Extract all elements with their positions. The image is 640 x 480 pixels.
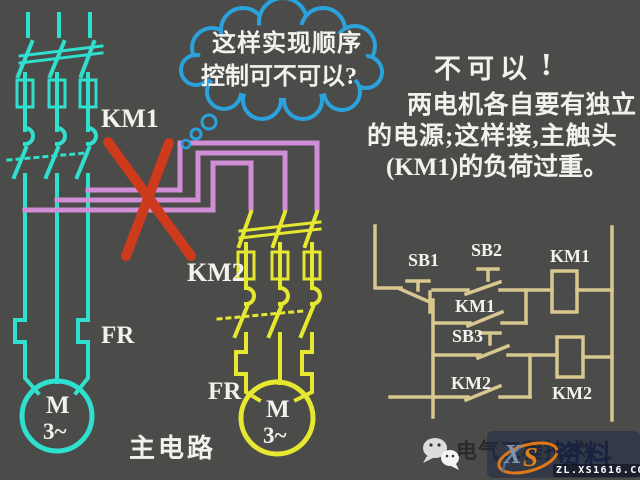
km2-coil-label: KM2 <box>552 383 592 403</box>
bubble-text-line2: 控制可不可以? <box>201 64 357 90</box>
annotation-line1: 两电机各自要有独立 <box>407 92 637 119</box>
km1-linkage-dots <box>6 151 88 162</box>
km2-aux-contact <box>388 383 532 403</box>
fr1-relay-label: FR <box>101 322 135 349</box>
annotation-line3: (KM1)的负荷过重。 <box>386 154 609 181</box>
main-circuit-caption: 主电路 <box>129 434 217 463</box>
fuse-5 <box>270 250 290 281</box>
tail-bubble-2 <box>189 127 203 141</box>
supply-stubs <box>26 12 92 38</box>
motor-1 <box>19 378 95 454</box>
km2-contact-label: KM2 <box>451 373 491 393</box>
motor1-phase: 3~ <box>43 419 67 444</box>
bus-line-3 <box>22 160 254 213</box>
main-circuit-1 <box>6 12 104 454</box>
cloud-interior <box>199 24 367 98</box>
fuse-1 <box>15 78 35 109</box>
sb1-label: SB1 <box>408 250 440 270</box>
knife-switch-blades <box>15 39 97 79</box>
verdict-text: 不可以 <box>434 54 533 84</box>
thought-bubble-cloud <box>179 0 384 150</box>
motor1-letter: M <box>46 392 70 419</box>
fuse-6 <box>302 250 322 281</box>
left-rail <box>373 224 403 290</box>
fuse-4 <box>236 250 256 281</box>
sb3-button <box>431 331 559 361</box>
tail-bubble-1 <box>200 113 218 131</box>
bubble-text-line1: 这样实现顺序 <box>212 31 362 57</box>
verdict-exclamation: ! <box>541 46 552 82</box>
fuse-2 <box>47 78 67 109</box>
fr2-relay-label: FR <box>208 378 242 405</box>
watermark-logo-ring <box>497 441 559 475</box>
km2-linkage-dots <box>216 309 305 321</box>
km1-coil <box>550 269 579 314</box>
wechat-icon <box>423 438 459 470</box>
motor2-letter: M <box>266 396 290 423</box>
sb2-button <box>463 267 503 297</box>
fuse-leads <box>23 72 90 132</box>
watermark-logo-x: X <box>504 439 523 469</box>
fr1-heater-right <box>73 173 90 396</box>
km2-contactor-contacts <box>216 285 322 339</box>
km1-contact-label: KM1 <box>455 296 495 316</box>
knife-switch-bars-2 <box>238 220 322 240</box>
km1-aux-contact <box>431 309 528 329</box>
power-bus <box>22 140 320 213</box>
km1-coil-label: KM1 <box>550 246 590 266</box>
cross-mark <box>103 137 196 261</box>
fuse-3 <box>78 78 98 109</box>
km1-contactor-contacts <box>6 125 98 180</box>
km2-contactor-label: KM2 <box>187 258 245 287</box>
site-watermark: X S 资料网 ZL.XS1616.COM <box>487 431 640 478</box>
fr1-heater-left <box>13 173 41 396</box>
sb1-button <box>397 279 435 314</box>
main-circuit-2 <box>216 209 322 457</box>
km2-coil <box>555 335 585 379</box>
fr2-heater-right <box>293 332 314 403</box>
annotation-line2: 的电源;这样接,主触头 <box>367 123 618 150</box>
sb3-label: SB3 <box>452 326 484 346</box>
watermark-url: ZL.XS1616.COM <box>553 464 640 477</box>
km1-contactor-label: KM1 <box>101 104 159 133</box>
tail-bubble-3 <box>180 138 192 150</box>
sb2-label: SB2 <box>471 240 503 260</box>
motor2-phase: 3~ <box>263 423 287 448</box>
control-circuit <box>373 224 614 422</box>
watermark-logo-s: S <box>523 442 539 472</box>
cross-stroke-2 <box>121 138 174 261</box>
motor-2 <box>238 379 316 457</box>
fr2-heater-left <box>234 332 262 403</box>
